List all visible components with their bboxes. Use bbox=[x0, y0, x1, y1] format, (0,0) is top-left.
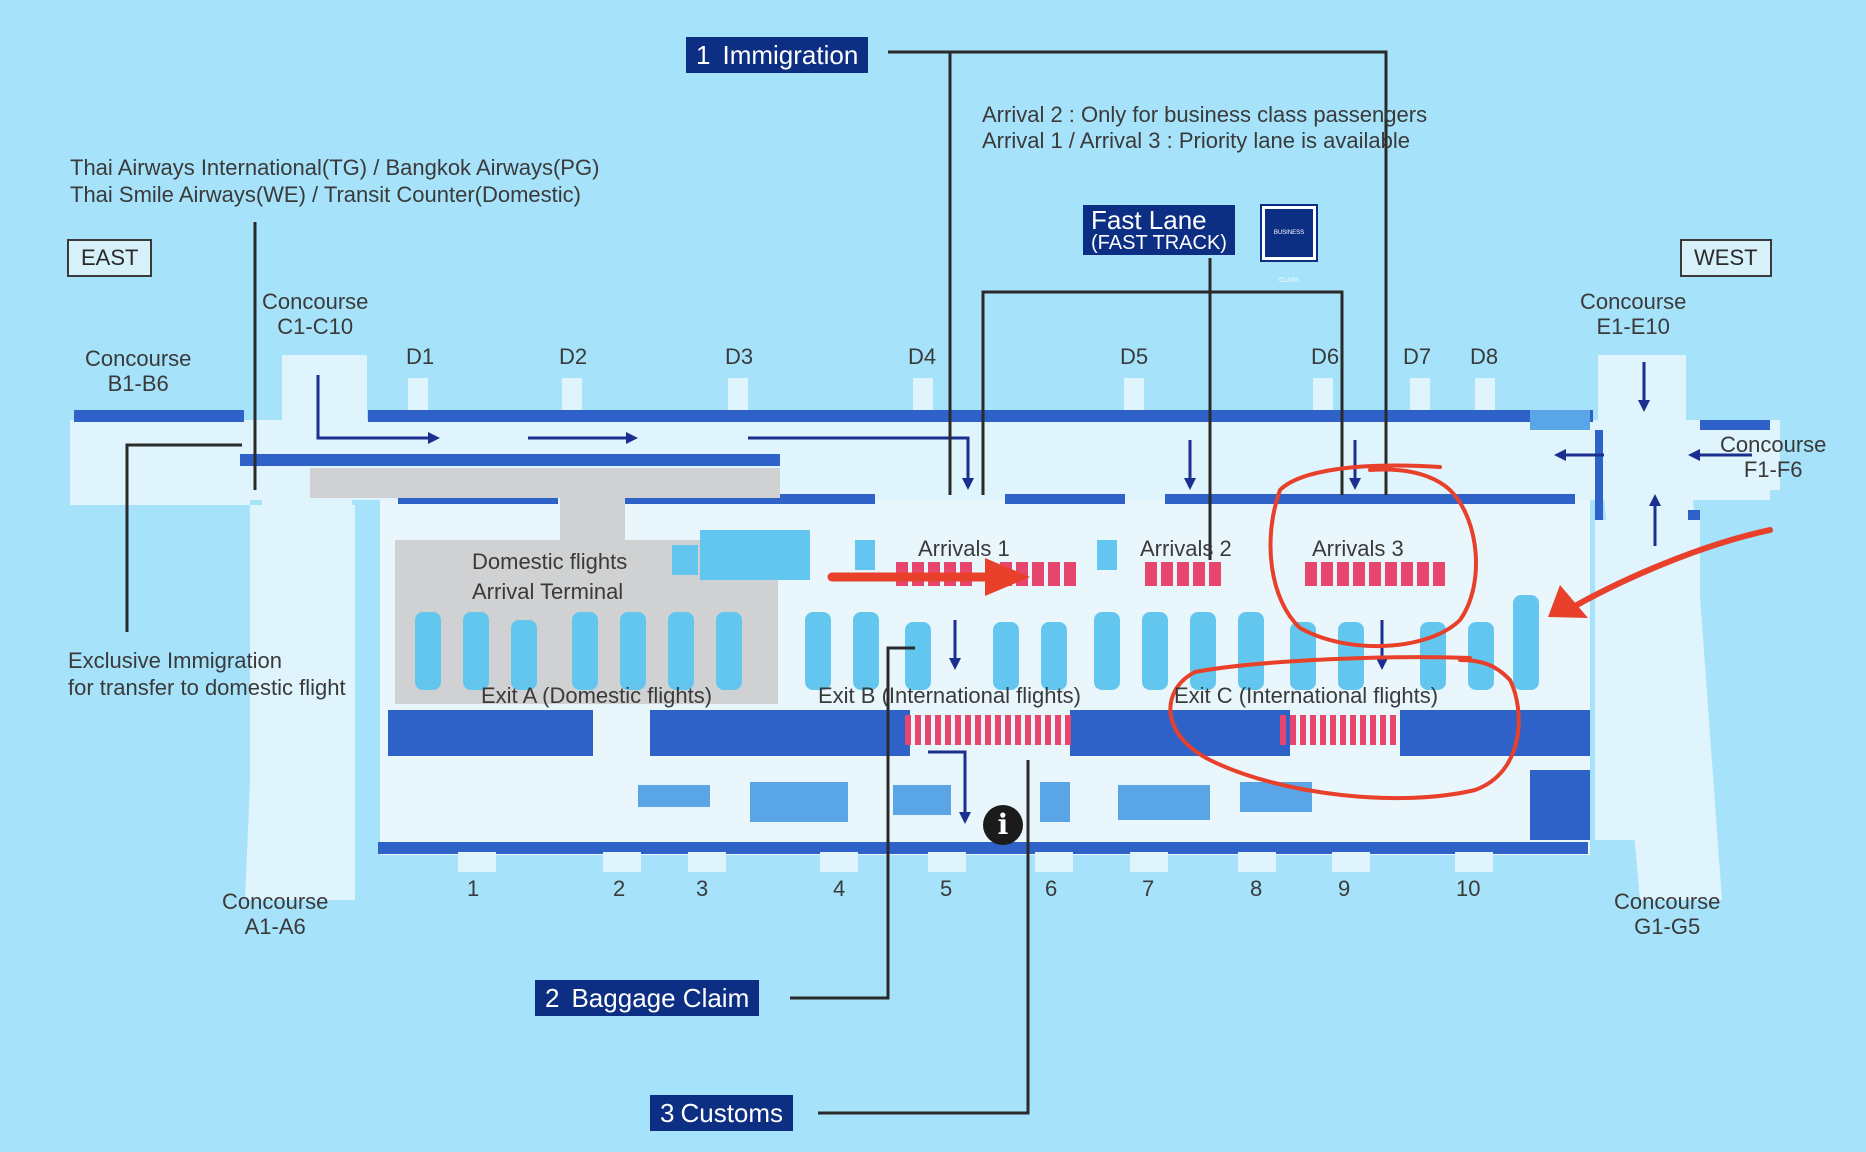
door-6: 6 bbox=[1045, 876, 1058, 901]
concourse-a-pier bbox=[245, 500, 352, 900]
information-icon: i bbox=[983, 805, 1023, 845]
step-customs-text: Customs bbox=[680, 1098, 784, 1128]
arrivals-1-label: Arrivals 1 bbox=[918, 536, 1010, 561]
fast-lane-subtitle: (FAST TRACK) bbox=[1091, 232, 1227, 254]
service-kiosks bbox=[638, 782, 1312, 822]
step-customs-number: 3 bbox=[660, 1098, 675, 1128]
concourse-a-line2: A1-A6 bbox=[244, 914, 306, 940]
concourse-f-label: Concourse F1-F6 bbox=[1720, 432, 1826, 483]
gate-d6: D6 bbox=[1311, 344, 1340, 369]
gate-d1: D1 bbox=[406, 344, 435, 369]
gate-d4: D4 bbox=[908, 344, 937, 369]
concourse-g-label: Concourse G1-G5 bbox=[1614, 889, 1720, 940]
door-10: 10 bbox=[1456, 876, 1481, 901]
note-arrival-2: Arrival 2 : Only for business class pass… bbox=[982, 102, 1428, 127]
concourse-b-label: Concourse B1-B6 bbox=[85, 346, 191, 397]
business-class-badge-icon: BUSINESS CLASS bbox=[1260, 204, 1318, 284]
red-arrow-from-right bbox=[1565, 527, 1773, 613]
red-arrowhead-right bbox=[1548, 585, 1588, 618]
red-circle-arrivals-3 bbox=[1268, 463, 1478, 649]
domestic-terminal-line-1: Domestic flights bbox=[472, 549, 628, 574]
domestic-connector bbox=[310, 468, 780, 498]
concourse-g-line2: G1-G5 bbox=[1634, 914, 1701, 940]
seating-areas bbox=[415, 530, 1539, 690]
concourse-e-label: Concourse E1-E10 bbox=[1580, 289, 1686, 340]
gate-d8: D8 bbox=[1470, 344, 1499, 369]
concourse-c-pier bbox=[282, 355, 367, 430]
concourse-e-line1: Concourse bbox=[1580, 289, 1687, 314]
door-2: 2 bbox=[613, 876, 626, 901]
door-4: 4 bbox=[833, 876, 846, 901]
domestic-terminal-line-2: Arrival Terminal bbox=[472, 579, 624, 604]
door-3: 3 bbox=[696, 876, 709, 901]
door-5: 5 bbox=[940, 876, 953, 901]
arrivals-2-label: Arrivals 2 bbox=[1140, 536, 1232, 561]
gate-d5: D5 bbox=[1120, 344, 1149, 369]
gate-d7: D7 bbox=[1403, 344, 1432, 369]
concourse-c-label: Concourse C1-C10 bbox=[262, 289, 368, 340]
concourse-f-line2: F1-F6 bbox=[1743, 457, 1803, 483]
step-immigration-label: 1 Immigration bbox=[686, 37, 869, 73]
step-baggage-number: 2 bbox=[545, 983, 560, 1013]
concourse-f-line1: Concourse bbox=[1720, 432, 1827, 457]
door-8: 8 bbox=[1250, 876, 1263, 901]
note-arrival-1-3: Arrival 1 / Arrival 3 : Priority lane is… bbox=[982, 128, 1410, 153]
door-9: 9 bbox=[1338, 876, 1351, 901]
walls bbox=[74, 410, 1770, 854]
concourse-g-pier bbox=[1598, 430, 1722, 900]
concourse-c-line1: Concourse bbox=[262, 289, 369, 314]
domestic-corridor bbox=[560, 498, 625, 543]
door-7: 7 bbox=[1142, 876, 1155, 901]
door-stubs bbox=[458, 852, 1493, 872]
direction-west: WEST bbox=[1680, 239, 1772, 277]
exit-a-label: Exit A (Domestic flights) bbox=[481, 683, 713, 708]
concourse-b-line2: B1-B6 bbox=[107, 371, 169, 397]
exclusive-immigration-line-1: Exclusive Immigration bbox=[68, 648, 282, 673]
exclusive-immigration-line-2: for transfer to domestic flight bbox=[68, 675, 346, 700]
concourse-e-pier bbox=[1598, 355, 1686, 435]
door-1: 1 bbox=[467, 876, 480, 901]
gate-d2: D2 bbox=[559, 344, 588, 369]
flow-arrows bbox=[316, 362, 1752, 824]
fast-lane-title: Fast Lane bbox=[1091, 205, 1207, 235]
concourse-a-line1: Concourse bbox=[222, 889, 329, 914]
red-circle-exit-c bbox=[1168, 655, 1521, 801]
step-baggage-text: Baggage Claim bbox=[571, 983, 750, 1013]
step-immigration-number: 1 bbox=[696, 40, 711, 70]
concourse-b-line1: Concourse bbox=[85, 346, 192, 371]
exit-b-label: Exit B (International flights) bbox=[818, 683, 1081, 708]
fast-lane-label: Fast Lane (FAST TRACK) bbox=[1083, 205, 1235, 255]
concourse-a-label: Concourse A1-A6 bbox=[222, 889, 328, 940]
concourse-g-line1: Concourse bbox=[1614, 889, 1721, 914]
arrivals-3-label: Arrivals 3 bbox=[1312, 536, 1404, 561]
step-baggage-label: 2 Baggage Claim bbox=[535, 980, 760, 1016]
customs-counters bbox=[905, 715, 1396, 745]
direction-east: EAST bbox=[67, 239, 153, 277]
airlines-line-2: Thai Smile Airways(WE) / Transit Counter… bbox=[70, 182, 581, 207]
concourse-e-line2: E1-E10 bbox=[1596, 314, 1670, 340]
airlines-line-1: Thai Airways International(TG) / Bangkok… bbox=[70, 155, 600, 180]
concourse-c-line2: C1-C10 bbox=[277, 314, 354, 340]
red-arrowhead-arrivals-1 bbox=[985, 558, 1030, 596]
red-annotations bbox=[827, 463, 1773, 801]
exit-c-label: Exit C (International flights) bbox=[1174, 683, 1439, 708]
gate-d3: D3 bbox=[725, 344, 754, 369]
step-immigration-text: Immigration bbox=[722, 40, 859, 70]
leader-lines bbox=[125, 50, 1388, 1115]
